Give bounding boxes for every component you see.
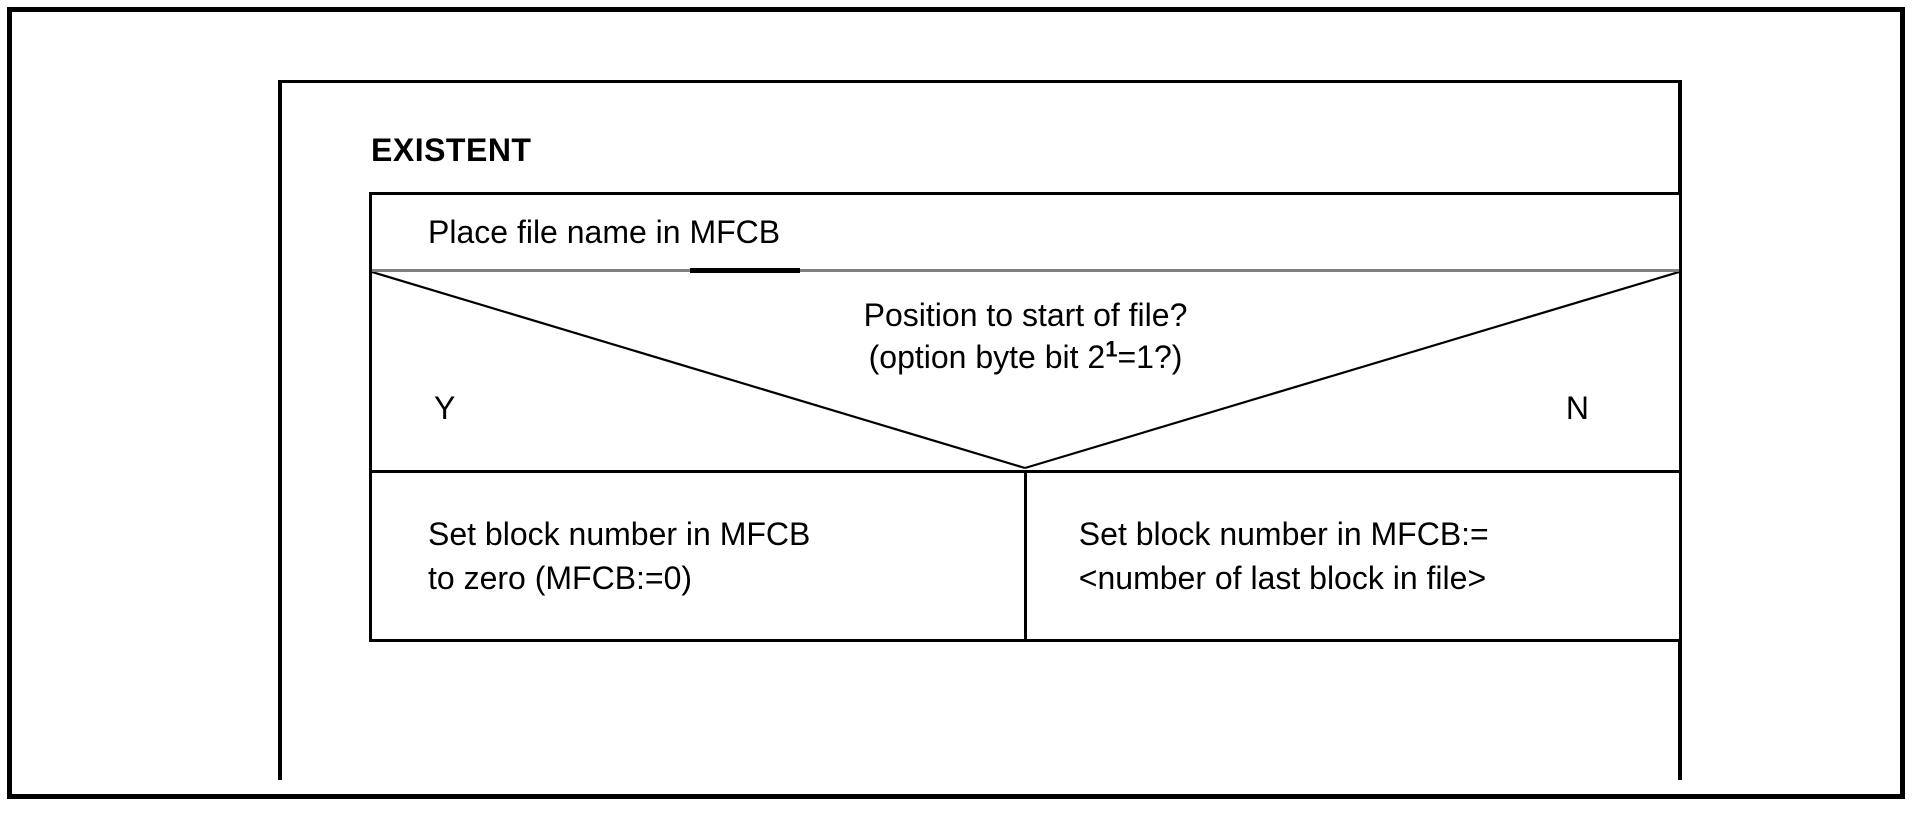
page-title: EXISTENT bbox=[371, 131, 532, 168]
action-no-line2: <number of last block in file> bbox=[1078, 560, 1487, 596]
process-separator-line bbox=[372, 269, 1679, 272]
decision-actions-separator bbox=[372, 470, 1679, 473]
structogram-title-band: EXISTENT bbox=[369, 108, 1682, 192]
process-row: Place file name in MFCB bbox=[372, 195, 1679, 269]
action-row: Set block number in MFCB to zero (MFCB:=… bbox=[372, 473, 1679, 639]
process-statement-text: Place file name in MFCB bbox=[428, 213, 781, 250]
action-yes-line1: Set block number in MFCB bbox=[428, 516, 811, 552]
action-no-text: Set block number in MFCB:= <number of la… bbox=[1079, 512, 1489, 600]
structogram-inner-block: Place file name in MFCB Position to star… bbox=[369, 192, 1682, 642]
decision-row: Position to start of file? (option byte … bbox=[372, 272, 1679, 470]
action-yes-line2: to zero (MFCB:=0) bbox=[428, 560, 693, 596]
action-yes-text: Set block number in MFCB to zero (MFCB:=… bbox=[428, 512, 810, 600]
process-separator-accent bbox=[690, 268, 800, 273]
decision-triangle-icon bbox=[372, 272, 1679, 470]
action-no-line1: Set block number in MFCB:= bbox=[1078, 516, 1489, 552]
branch-label-no: N bbox=[1565, 390, 1589, 426]
action-cell-yes: Set block number in MFCB to zero (MFCB:=… bbox=[372, 473, 1027, 639]
action-cell-no: Set block number in MFCB:= <number of la… bbox=[1027, 473, 1679, 639]
page-border: EXISTENT Place file name in MFCB Positio… bbox=[7, 7, 1905, 799]
branch-label-yes: Y bbox=[434, 390, 456, 426]
